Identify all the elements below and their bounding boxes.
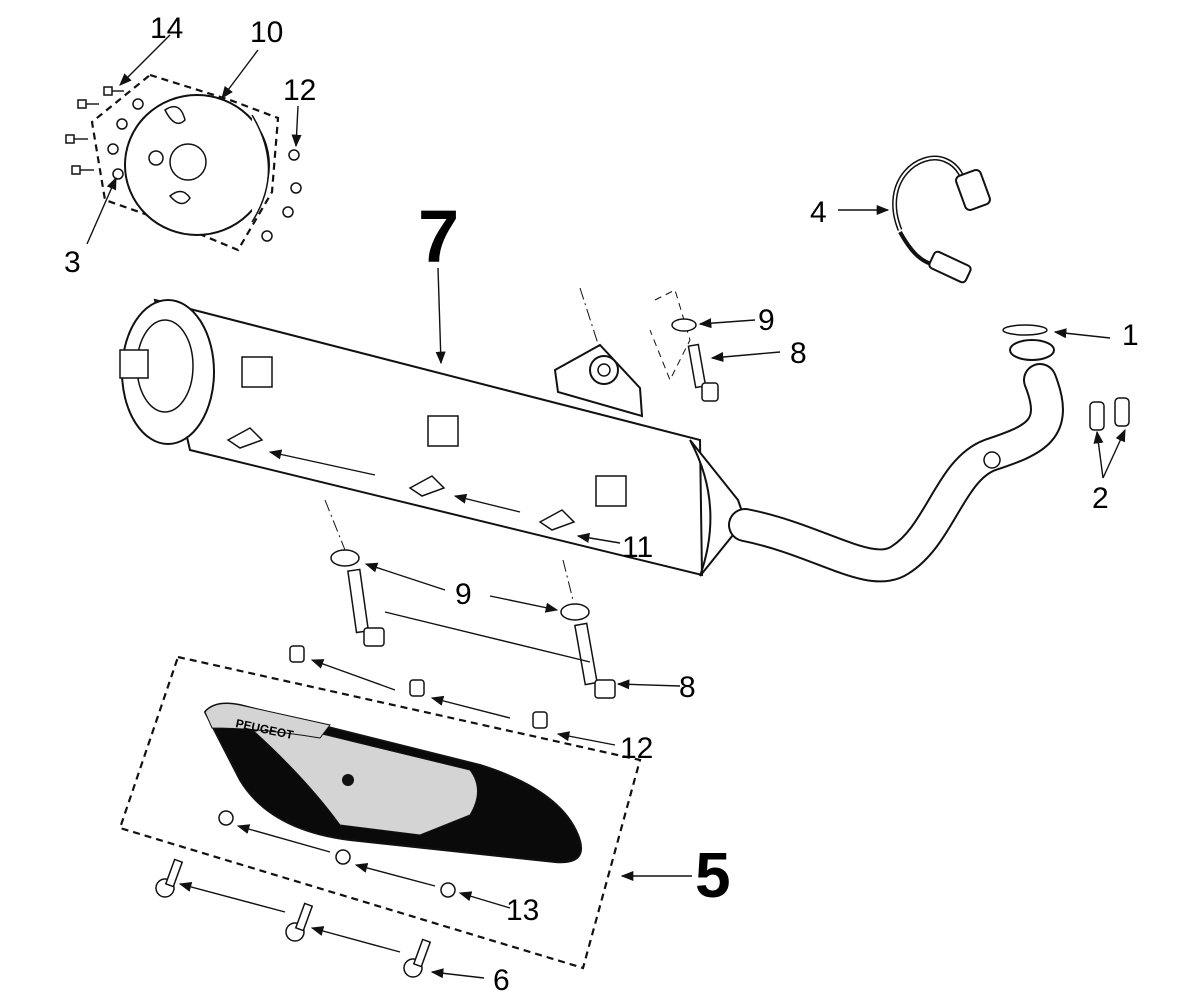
end-cap-assembly <box>65 73 302 252</box>
bolt <box>574 622 616 699</box>
end-cap-slot <box>168 190 191 205</box>
grommet <box>532 711 548 729</box>
end-cap-bolt-hole <box>148 150 164 166</box>
flange-nut <box>1089 401 1105 431</box>
callout-13: 13 <box>506 894 539 927</box>
end-cap-rim <box>251 114 270 223</box>
exhaust-pipe <box>728 339 1064 583</box>
nut <box>112 168 124 180</box>
grommet <box>290 182 302 194</box>
end-cap-hole <box>169 143 207 181</box>
leader-lines <box>86 34 1126 979</box>
sensor-body <box>928 250 972 284</box>
spring-clip <box>226 427 264 449</box>
callout-5: 5 <box>695 839 731 911</box>
sensor-connector <box>955 169 991 211</box>
callout-8-mid: 8 <box>679 671 696 704</box>
callout-2: 2 <box>1092 482 1109 515</box>
shield-clip-bracket <box>427 415 459 447</box>
nut <box>218 810 234 826</box>
flange-nut <box>1114 397 1130 427</box>
spring-clip <box>538 509 576 531</box>
screw <box>403 938 432 978</box>
nut <box>116 118 128 130</box>
screw <box>77 99 99 109</box>
grommet <box>289 645 305 663</box>
callout-12-mid: 12 <box>620 732 653 765</box>
washer <box>330 549 360 567</box>
spring-clip <box>408 475 446 497</box>
washer <box>671 318 697 332</box>
callout-12-top: 12 <box>283 74 316 107</box>
bolt <box>347 568 385 647</box>
shield-clip-bracket <box>595 475 627 507</box>
nut <box>132 98 144 110</box>
bolt <box>687 343 719 402</box>
callout-1: 1 <box>1122 319 1139 352</box>
heat-shield-kit-outline <box>118 655 642 970</box>
callout-3: 3 <box>64 246 81 279</box>
shield-clip-bracket <box>241 356 273 388</box>
nut <box>335 849 351 865</box>
silencer-cone <box>689 439 747 577</box>
screw <box>71 165 94 175</box>
silencer-outlet-tab <box>119 349 149 379</box>
grommet <box>282 206 294 218</box>
silencer-assembly <box>119 298 747 577</box>
callout-11: 11 <box>622 531 653 564</box>
callout-6: 6 <box>493 964 510 997</box>
callout-9-top: 9 <box>758 304 775 337</box>
heat-shield-assembly: PEUGEOT <box>118 645 642 978</box>
screw <box>65 134 88 144</box>
grommet <box>409 679 425 697</box>
exhaust-gasket <box>1002 324 1048 336</box>
callout-7: 7 <box>418 195 459 278</box>
screw <box>155 858 184 898</box>
flange-nuts <box>1089 397 1130 431</box>
grommet <box>261 230 273 242</box>
pipe-flange <box>1009 339 1055 361</box>
lambda-sensor <box>892 155 991 284</box>
callout-8-top: 8 <box>790 337 807 370</box>
heat-shield-hole <box>340 772 356 788</box>
end-cap-kit-outline <box>90 73 280 252</box>
screw <box>285 902 314 942</box>
nut <box>107 143 119 155</box>
callout-4: 4 <box>810 196 827 229</box>
callout-labels: 1 2 3 4 5 6 7 8 8 9 9 10 11 12 12 13 14 <box>64 12 1139 997</box>
pipe-sensor-boss <box>983 451 1001 469</box>
grommet <box>288 149 300 161</box>
end-cap-slot <box>164 105 186 125</box>
callout-10: 10 <box>250 16 283 49</box>
nut <box>440 882 456 898</box>
callout-14: 14 <box>150 12 183 45</box>
bracket-hole <box>597 363 611 377</box>
screw <box>103 86 124 96</box>
washer <box>560 603 590 621</box>
callout-9-mid: 9 <box>455 578 472 611</box>
